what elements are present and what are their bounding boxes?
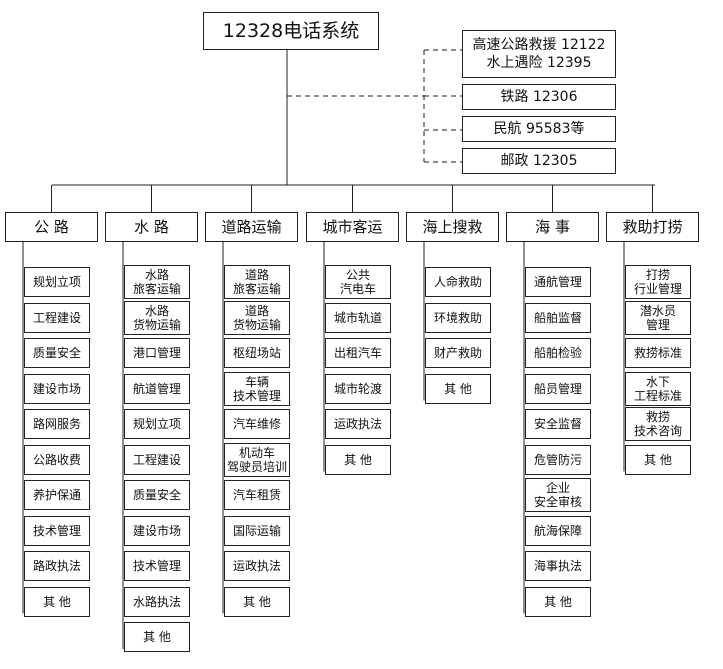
external-node-postal: 邮政 12305 xyxy=(462,148,616,174)
leaf-node: 运政执法 xyxy=(325,409,391,439)
leaf-node: 船舶监督 xyxy=(525,303,591,333)
leaf-node: 出租汽车 xyxy=(325,338,391,368)
leaf-node: 养护保通 xyxy=(24,480,90,510)
category-node: 城市客运 xyxy=(306,212,399,242)
leaf-node: 航海保障 xyxy=(525,516,591,546)
category-node: 海 事 xyxy=(506,212,599,242)
leaf-node: 船员管理 xyxy=(525,374,591,404)
leaf-node: 质量安全 xyxy=(124,480,190,510)
leaf-node: 路政执法 xyxy=(24,551,90,581)
leaf-node: 枢纽场站 xyxy=(224,338,290,368)
leaf-node: 企业 安全审核 xyxy=(525,478,591,512)
leaf-node: 打捞 行业管理 xyxy=(625,265,691,299)
leaf-node: 规划立项 xyxy=(24,267,90,297)
leaf-node: 城市轨道 xyxy=(325,303,391,333)
leaf-node: 城市轮渡 xyxy=(325,374,391,404)
external-node-highway-water: 高速公路救援 12122 水上遇险 12395 xyxy=(462,30,616,78)
leaf-node: 水路 旅客运输 xyxy=(124,265,190,299)
external-node-aviation: 民航 95583等 xyxy=(462,116,616,142)
leaf-node: 道路 旅客运输 xyxy=(224,265,290,299)
leaf-node: 规划立项 xyxy=(124,409,190,439)
leaf-node: 工程建设 xyxy=(24,303,90,333)
leaf-node: 港口管理 xyxy=(124,338,190,368)
leaf-node: 汽车维修 xyxy=(224,409,290,439)
leaf-node: 其 他 xyxy=(525,587,591,617)
leaf-node: 车辆 技术管理 xyxy=(224,372,290,406)
leaf-node: 道路 货物运输 xyxy=(224,301,290,335)
leaf-node: 国际运输 xyxy=(224,516,290,546)
leaf-node: 船舶检验 xyxy=(525,338,591,368)
category-node: 公 路 xyxy=(5,212,98,242)
leaf-node: 工程建设 xyxy=(124,445,190,475)
leaf-node: 财产救助 xyxy=(425,338,491,368)
leaf-node: 质量安全 xyxy=(24,338,90,368)
leaf-node: 公路收费 xyxy=(24,445,90,475)
leaf-node: 汽车租赁 xyxy=(224,480,290,510)
category-node: 水 路 xyxy=(105,212,198,242)
leaf-node: 水路执法 xyxy=(124,587,190,617)
leaf-node: 路网服务 xyxy=(24,409,90,439)
leaf-node: 公共 汽电车 xyxy=(325,265,391,299)
leaf-node: 建设市场 xyxy=(124,516,190,546)
leaf-node: 机动车 驾驶员培训 xyxy=(224,443,290,477)
leaf-node: 救捞 技术咨询 xyxy=(625,407,691,441)
leaf-node: 其 他 xyxy=(325,445,391,475)
leaf-node: 运政执法 xyxy=(224,551,290,581)
leaf-node: 环境救助 xyxy=(425,303,491,333)
leaf-node: 航道管理 xyxy=(124,374,190,404)
leaf-node: 海事执法 xyxy=(525,551,591,581)
leaf-node: 其 他 xyxy=(124,622,190,652)
external-node-railway: 铁路 12306 xyxy=(462,84,616,110)
leaf-node: 水下 工程标准 xyxy=(625,372,691,406)
category-node: 救助打捞 xyxy=(606,212,699,242)
leaf-node: 其 他 xyxy=(224,587,290,617)
leaf-node: 水路 货物运输 xyxy=(124,301,190,335)
leaf-node: 其 他 xyxy=(425,374,491,404)
leaf-node: 危管防污 xyxy=(525,445,591,475)
root-node: 12328电话系统 xyxy=(203,12,379,50)
category-node: 道路运输 xyxy=(205,212,298,242)
leaf-node: 建设市场 xyxy=(24,374,90,404)
leaf-node: 人命救助 xyxy=(425,267,491,297)
leaf-node: 通航管理 xyxy=(525,267,591,297)
category-node: 海上搜救 xyxy=(406,212,499,242)
leaf-node: 其 他 xyxy=(625,445,691,475)
leaf-node: 技术管理 xyxy=(24,516,90,546)
leaf-node: 安全监督 xyxy=(525,409,591,439)
leaf-node: 其 他 xyxy=(24,587,90,617)
leaf-node: 技术管理 xyxy=(124,551,190,581)
leaf-node: 救捞标准 xyxy=(625,338,691,368)
leaf-node: 潜水员 管理 xyxy=(625,301,691,335)
